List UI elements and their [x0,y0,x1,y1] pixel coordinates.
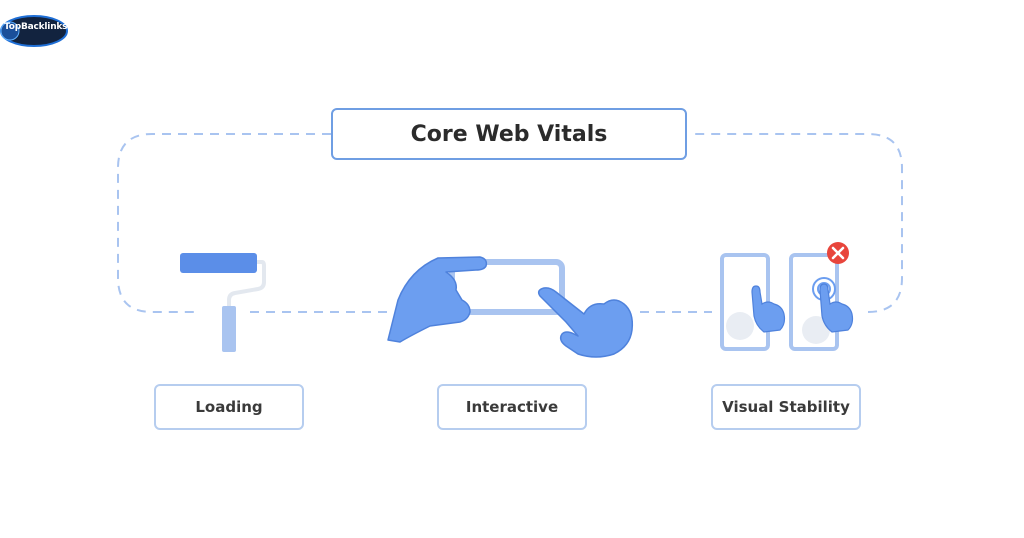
diagram-title: Core Web Vitals [331,108,687,160]
layout-shift-icon [720,253,854,351]
logo-badge-icon [0,15,68,47]
close-badge-icon [827,242,849,264]
label-visual-stability: Visual Stability [711,384,861,430]
dashed-frame [117,133,903,313]
paint-roller-icon [180,253,266,352]
label-interactive: Interactive [437,384,587,430]
label-loading: Loading [154,384,304,430]
logo: TopBacklinks360 [0,14,86,48]
phone-touch-icon [387,256,634,358]
logo-text: TopBacklinks360 [4,22,86,32]
